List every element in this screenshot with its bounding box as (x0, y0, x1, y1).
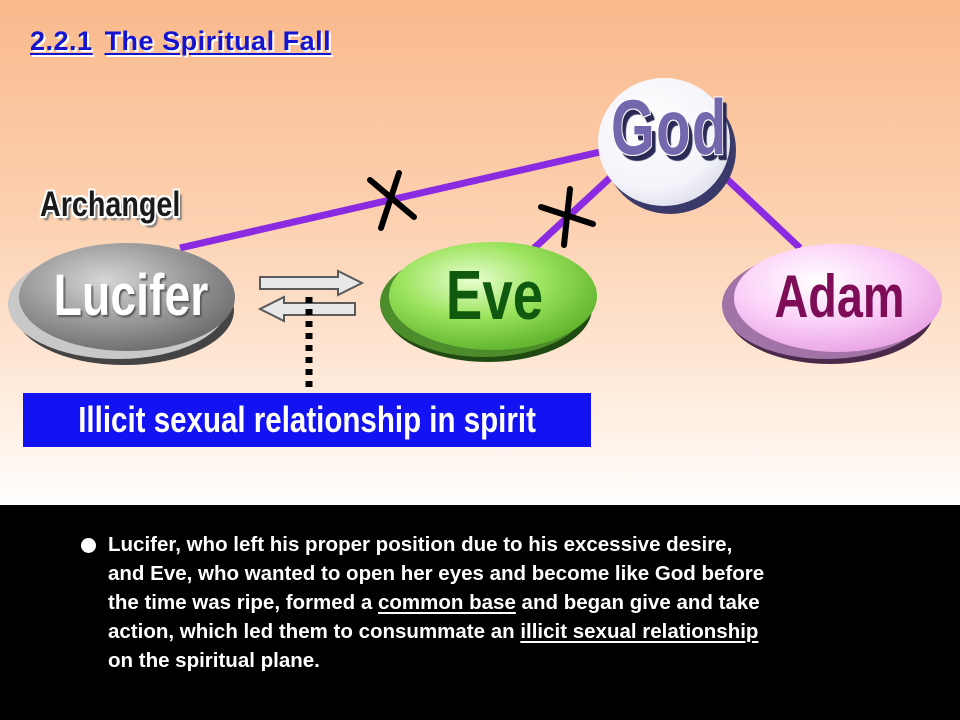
text-line: action, which led them to consummate an … (108, 620, 759, 643)
explanation-text: Lucifer, who left his proper position du… (108, 530, 908, 675)
text-line: and Eve, who wanted to open her eyes and… (108, 562, 765, 585)
banner-text: Illicit sexual relationship in spirit (78, 399, 536, 440)
bullet-icon (81, 538, 96, 553)
illicit-relationship-term: illicit sexual relationship (520, 620, 759, 643)
title-text: The Spiritual Fall (104, 26, 332, 56)
cross-mark-icon (538, 186, 596, 248)
adam-label: Adam (774, 263, 905, 330)
adam-node (722, 244, 942, 364)
relationship-diagram (8, 78, 942, 393)
slide-title: 2.2.1 The Spiritual Fall (30, 26, 331, 57)
text-line: on the spiritual plane. (108, 649, 320, 672)
explanation-panel (0, 505, 960, 720)
lucifer-node (8, 243, 235, 365)
text-line: the time was ripe, formed a common base … (108, 591, 760, 614)
eve-label: Eve (445, 256, 544, 334)
archangel-label: Archangel (40, 185, 181, 224)
god-node (598, 78, 736, 214)
illicit-relationship-banner: Illicit sexual relationship in spirit (23, 393, 591, 447)
common-base-term: common base (378, 591, 516, 614)
lucifer-label: Lucifer (53, 263, 209, 328)
cross-mark-icon (367, 170, 417, 231)
text-line: Lucifer, who left his proper position du… (108, 533, 733, 556)
eve-node (380, 242, 597, 362)
title-number: 2.2.1 (30, 26, 93, 56)
god-label: God (611, 83, 728, 171)
